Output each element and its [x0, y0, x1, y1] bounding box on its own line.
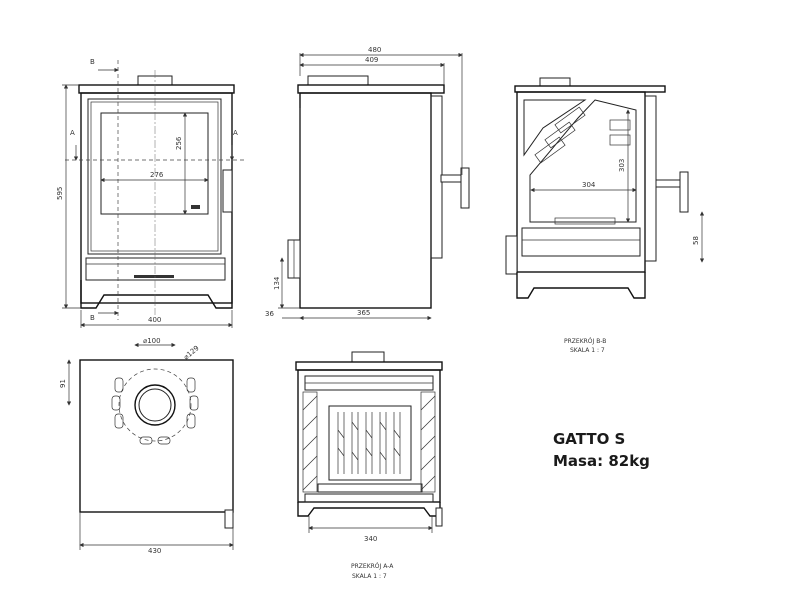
section-aa-handle — [435, 507, 443, 527]
section-aa-top — [295, 361, 443, 371]
section-bb-firebox — [529, 99, 637, 223]
section-bb-legs — [516, 272, 646, 299]
front-ash-drawer — [85, 257, 226, 281]
section-bb-handle-knob — [679, 171, 689, 213]
top-view: ⌀100 ⌀129 91 430 — [59, 337, 234, 555]
dim-top-width: 430 — [148, 547, 161, 555]
side-flue-stub — [307, 75, 369, 86]
product-name: GATTO S — [553, 430, 625, 448]
section-mark-a-right: A — [233, 129, 238, 137]
section-bb-grate — [554, 217, 616, 225]
front-nameplate — [191, 205, 200, 209]
product-mass: Masa: 82kg — [553, 452, 650, 470]
side-top-plate — [297, 84, 445, 94]
dim-front-height: 595 — [56, 187, 64, 200]
front-door-handle — [222, 169, 233, 213]
side-handle-knob — [460, 167, 470, 209]
section-bb-body — [516, 91, 646, 273]
front-drawer-handle — [134, 275, 174, 278]
front-body — [80, 92, 233, 304]
top-flue-outlet — [134, 384, 176, 426]
dim-top-offset: 91 — [59, 379, 67, 388]
dim-front-width: 400 — [148, 316, 161, 324]
section-aa-view: 340 PRZEKRÓJ A-A SKALA 1 : 7 — [295, 351, 443, 580]
section-aa-caption: PRZEKRÓJ A-A — [351, 563, 394, 570]
top-air-slots — [111, 377, 199, 445]
side-body — [299, 92, 432, 309]
section-aa-brick-pattern — [337, 412, 401, 474]
section-bb-view: 304 303 58 PRZEKRÓJ B-B SKALA 1 : 7 — [505, 77, 705, 354]
section-bb-firebricks — [534, 106, 631, 164]
section-bb-scale: SKALA 1 : 7 — [570, 347, 605, 354]
side-door-profile — [430, 95, 443, 259]
section-mark-a-left: A — [70, 129, 75, 137]
section-aa-side-hatch — [302, 391, 436, 493]
dim-side-offset: 36 — [265, 310, 274, 318]
dim-section-aa-width: 340 — [364, 535, 377, 543]
side-view: 480 409 365 36 134 — [265, 46, 470, 321]
dim-glass-width: 276 — [150, 171, 164, 179]
dim-collar-diameter: ⌀129 — [182, 344, 201, 361]
section-mark-b-bottom: B — [90, 314, 95, 322]
dim-chamber-height: 303 — [618, 159, 626, 172]
section-bb-ashpan — [521, 227, 641, 257]
section-aa-scale: SKALA 1 : 7 — [352, 573, 387, 580]
section-aa-back-panel — [328, 405, 412, 481]
section-bb-flue — [539, 77, 571, 87]
section-bb-door — [644, 95, 657, 262]
section-bb-top — [514, 85, 666, 93]
dim-side-body: 409 — [365, 56, 378, 64]
section-bb-baffle — [523, 99, 587, 157]
top-flue-collar — [118, 368, 192, 442]
section-aa-legs — [297, 502, 441, 517]
front-view: B B A A 276 256 595 400 — [56, 58, 245, 328]
top-handle-knob — [224, 509, 234, 529]
dim-chamber-width: 304 — [582, 181, 596, 189]
dim-glass-height: 256 — [175, 136, 183, 150]
section-mark-b-top: B — [90, 58, 95, 66]
front-door — [87, 98, 222, 255]
dim-side-overall: 480 — [368, 46, 381, 54]
front-glass — [100, 112, 209, 215]
dim-air-inlet: 58 — [692, 236, 700, 245]
title-block: GATTO S Masa: 82kg — [553, 430, 650, 470]
front-top-plate — [78, 84, 235, 94]
section-bb-rear-outlet — [505, 235, 518, 275]
dim-side-outlet-height: 134 — [273, 276, 281, 290]
top-body-outline — [79, 359, 234, 513]
section-bb-caption: PRZEKRÓJ B-B — [564, 338, 606, 345]
section-aa-ash-pan — [304, 493, 434, 503]
section-bb-handle-bar — [655, 179, 682, 188]
dim-outlet-diameter: ⌀100 — [143, 337, 161, 345]
section-aa-grate — [317, 483, 423, 493]
dim-side-depth: 365 — [357, 309, 370, 317]
section-aa-flue — [351, 351, 385, 363]
front-base-legs — [80, 280, 233, 309]
